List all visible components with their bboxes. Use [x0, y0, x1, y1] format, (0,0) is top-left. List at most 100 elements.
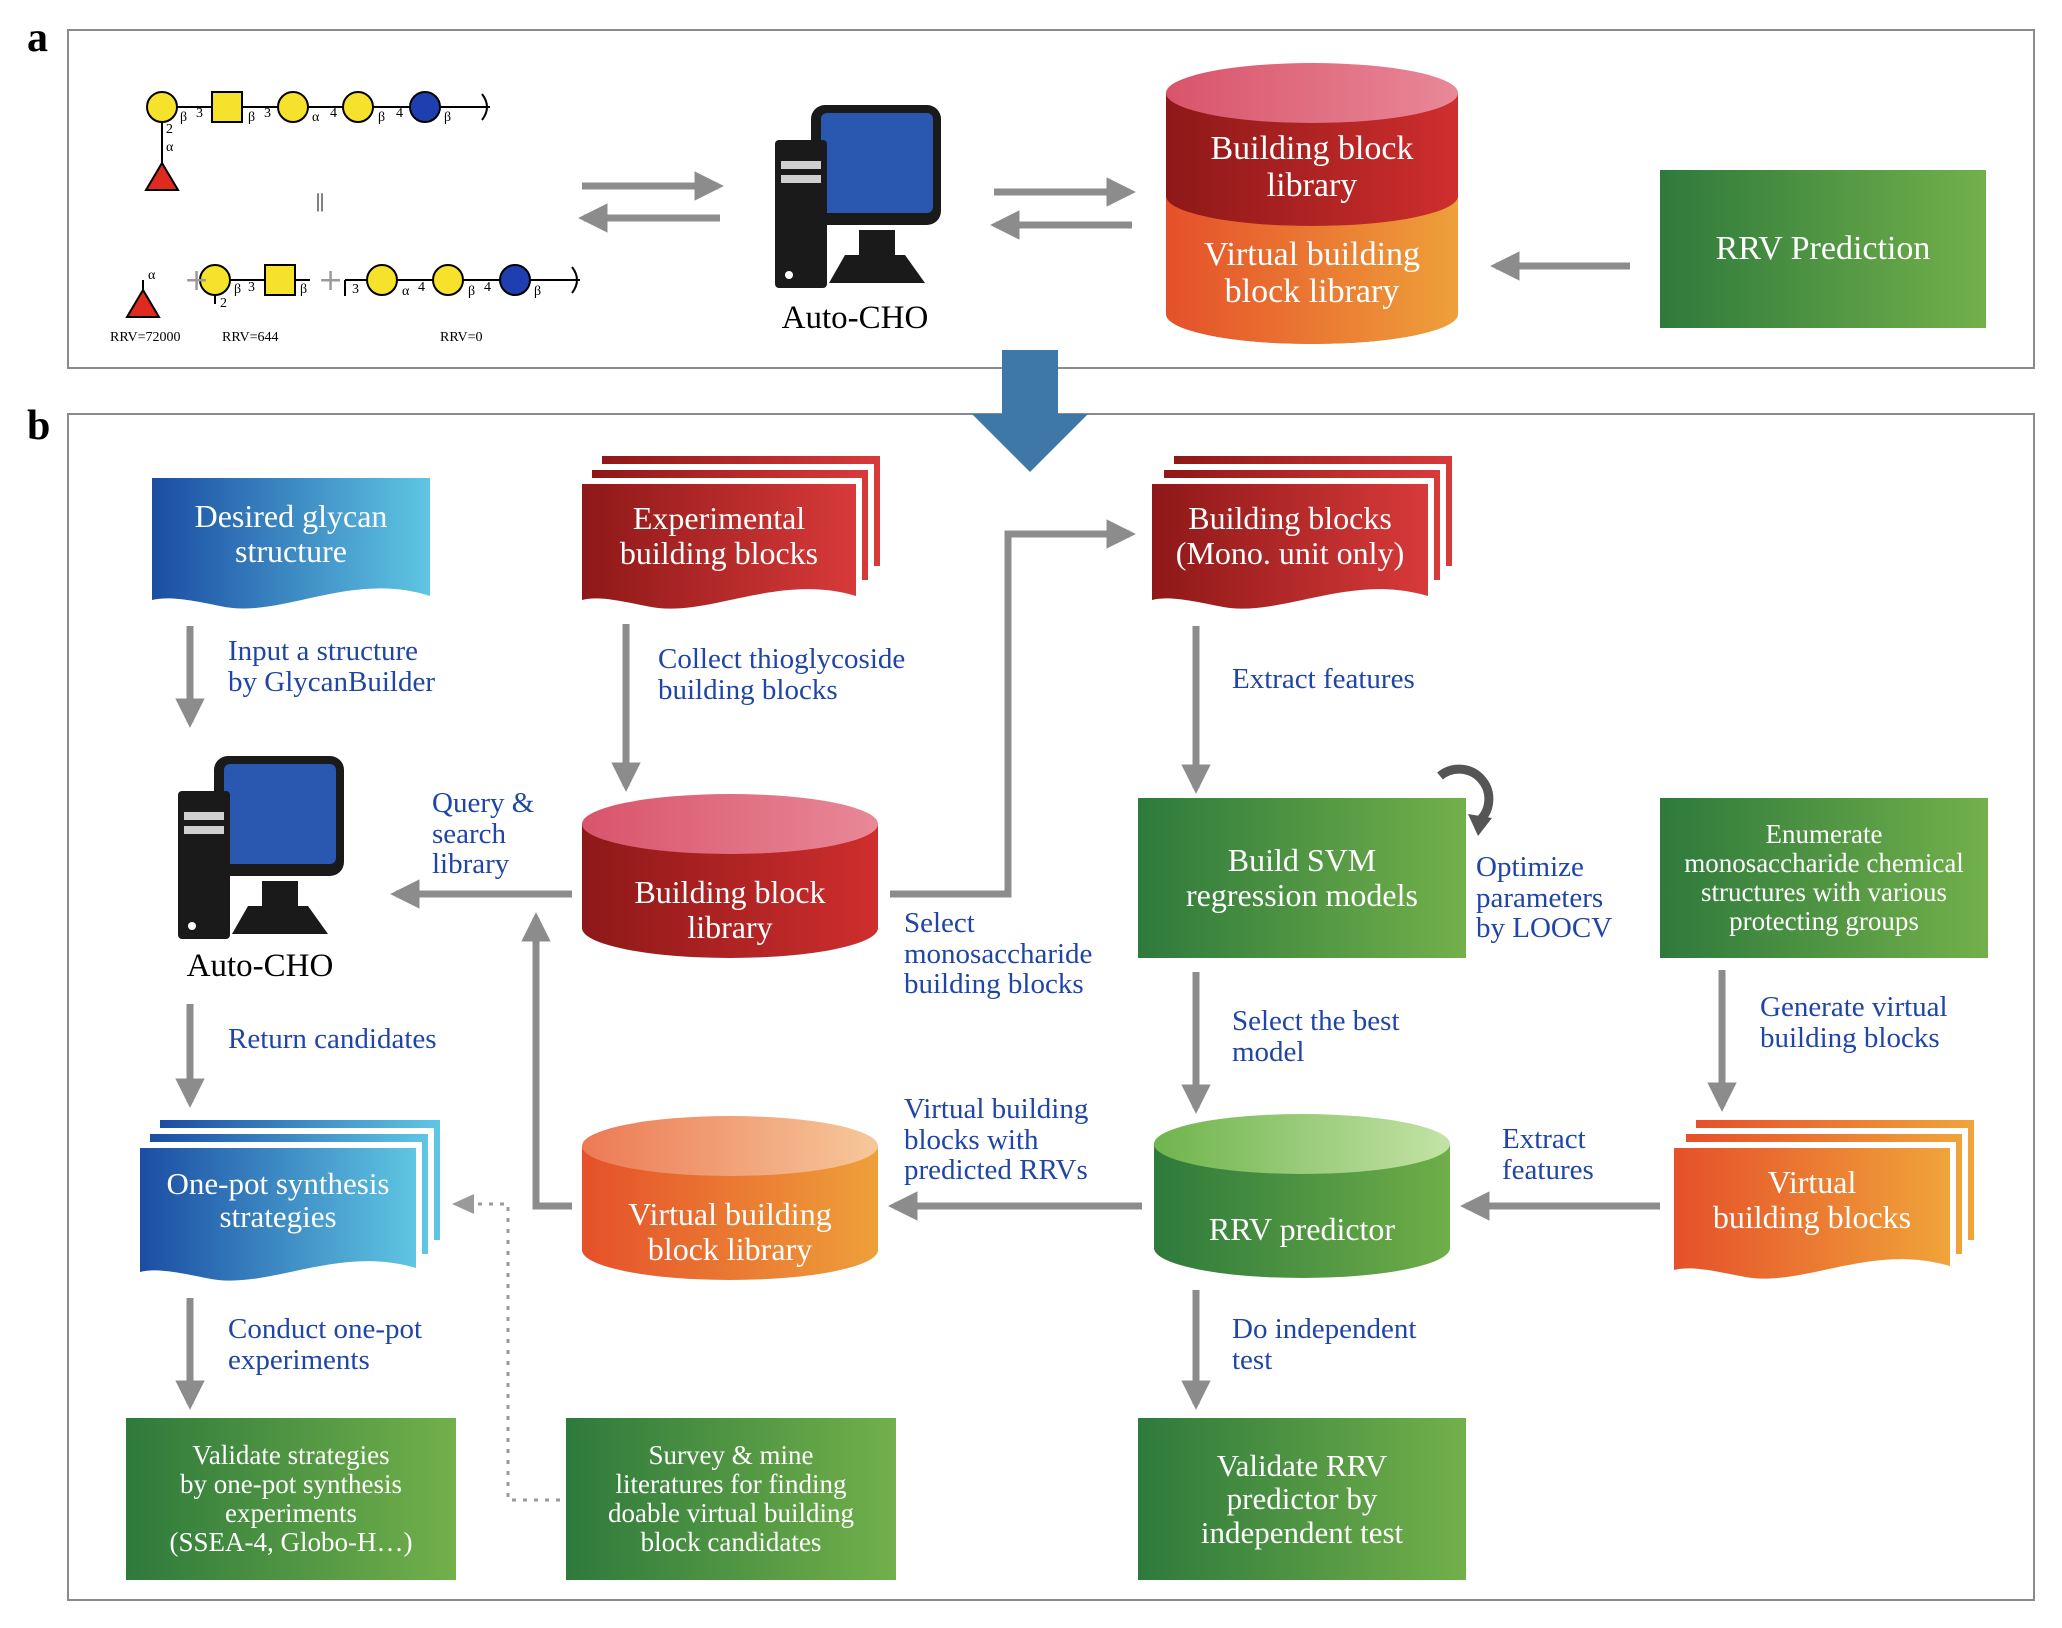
dotted-arrowhead — [452, 1194, 474, 1214]
linkage-label: 2 — [166, 122, 173, 137]
linkage-label: β — [234, 282, 242, 297]
galactose-icon — [432, 264, 464, 296]
linkage-label: β — [180, 110, 188, 125]
rrv-prediction-label: RRV Prediction — [1715, 229, 1931, 267]
equals-sign: || — [316, 190, 325, 212]
query-note: Query & search library — [432, 787, 535, 881]
auto-cho-label-a: Auto-CHO — [781, 300, 929, 336]
loop-icon — [1437, 764, 1494, 836]
fucose-icon — [144, 161, 180, 191]
experimental-blocks-label: Experimental building blocks — [619, 500, 819, 571]
linkage-label: β — [378, 110, 386, 125]
rrv-value-1: RRV=72000 — [110, 330, 181, 345]
virtual-blocks-label: Virtual building blocks — [1712, 1164, 1912, 1235]
galnac-icon — [264, 264, 296, 296]
conduct-note: Conduct one-pot experiments — [228, 1313, 423, 1376]
linkage-label: 3 — [264, 106, 271, 121]
linkage-label: β — [468, 284, 476, 299]
mono-blocks-label: Building blocks (Mono. unit only) — [1175, 500, 1405, 571]
optimize-note: Optimize parameters by LOOCV — [1476, 851, 1613, 945]
panel-label-b: b — [27, 403, 51, 449]
return-candidates-note: Return candidates — [228, 1023, 437, 1055]
validate-rrv-label: Validate RRV predictor by independent te… — [1200, 1447, 1404, 1550]
experimental-blocks-doc — [582, 456, 880, 609]
linkage-label: 3 — [352, 282, 359, 297]
validate-strategies-label: Validate strategies by one-pot synthesis… — [169, 1439, 413, 1558]
virtual-library-cylinder — [582, 1116, 878, 1280]
galnac-icon — [211, 91, 243, 123]
linkage-label: α — [166, 140, 174, 155]
computer-icon — [178, 756, 344, 939]
linkage-label: β — [248, 110, 256, 125]
virtual-library-label-a: Virtual building block library — [1203, 236, 1421, 310]
desired-glycan-doc — [152, 478, 430, 609]
mono-blocks-doc — [1152, 456, 1452, 609]
enumerate-label: Enumerate monosaccharide chemical struct… — [1684, 818, 1964, 937]
bb-library-label-a: Building block library — [1210, 130, 1414, 204]
library-cylinders — [1166, 63, 1458, 344]
build-svm-box — [1138, 798, 1466, 958]
virtual-blocks-doc — [1674, 1120, 1974, 1279]
virtual-library-label: Virtual building block library — [628, 1196, 832, 1267]
linkage-label: 4 — [396, 106, 403, 121]
validate-strategies-box — [126, 1418, 456, 1580]
linkage-label: 4 — [330, 106, 337, 121]
survey-box — [566, 1418, 896, 1580]
generate-virtual-note: Generate virtual building blocks — [1760, 991, 1948, 1054]
bb-library-label: Building block library — [634, 874, 826, 945]
linkage-label: β — [300, 282, 308, 297]
rrv-predictor-cylinder — [1154, 1114, 1450, 1278]
rrv-value-3: RRV=0 — [440, 330, 483, 345]
galactose-icon — [146, 91, 178, 123]
survey-label: Survey & mine literatures for finding do… — [608, 1439, 854, 1558]
galactose-icon — [366, 264, 398, 296]
computer-icon — [775, 105, 941, 288]
linkage-label: α — [148, 268, 156, 283]
linkage-label: 4 — [418, 280, 425, 295]
glucose-icon — [499, 264, 531, 296]
linkage-label: α — [312, 110, 320, 125]
panel-label-a: a — [27, 15, 48, 61]
collect-note: Collect thioglycoside building blocks — [658, 643, 906, 706]
input-structure-note: Input a structure by GlycanBuilder — [228, 635, 435, 698]
linkage-label: 4 — [484, 280, 491, 295]
arrow-up-to-query — [521, 912, 572, 1210]
linkage-label: β — [534, 284, 542, 299]
select-best-note: Select the best model — [1232, 1005, 1400, 1068]
enumerate-box — [1660, 798, 1988, 958]
glucose-icon — [409, 91, 441, 123]
rrv-value-2: RRV=644 — [222, 330, 279, 345]
auto-cho-label-b: Auto-CHO — [186, 948, 334, 984]
linkage-label: 3 — [248, 280, 255, 295]
glycan-bottom: + + — [125, 263, 580, 318]
rrv-prediction-box — [1660, 170, 1986, 328]
desired-glycan-label: Desired glycan structure — [194, 498, 388, 569]
extract-features-note-2: Extract features — [1502, 1123, 1594, 1186]
svg-text:+: + — [184, 263, 209, 298]
extract-features-note: Extract features — [1232, 663, 1415, 695]
linkage-label: 3 — [196, 106, 203, 121]
galactose-icon — [277, 91, 309, 123]
rrv-predictor-label: RRV predictor — [1208, 1210, 1396, 1247]
bb-library-cylinder — [582, 794, 878, 958]
one-pot-label: One-pot synthesis strategies — [166, 1165, 390, 1234]
validate-rrv-box — [1138, 1418, 1466, 1580]
virtual-with-rrv-note: Virtual building blocks with predicted R… — [904, 1093, 1089, 1187]
galactose-icon — [342, 91, 374, 123]
fucose-icon — [125, 288, 161, 318]
glycan-top — [144, 91, 490, 191]
galactose-icon — [199, 264, 231, 296]
big-down-arrow — [972, 350, 1088, 472]
arrow-to-mono — [890, 519, 1136, 898]
svg-text:+: + — [318, 263, 343, 298]
build-svm-label: Build SVM regression models — [1186, 842, 1418, 913]
linkage-label: 2 — [220, 296, 227, 311]
linkage-label: α — [402, 284, 410, 299]
do-test-note: Do independent test — [1232, 1313, 1417, 1376]
dotted-connector — [474, 1202, 560, 1502]
select-mono-note: Select monosaccharide building blocks — [904, 907, 1093, 1001]
one-pot-doc — [140, 1120, 440, 1281]
linkage-label: β — [444, 110, 452, 125]
